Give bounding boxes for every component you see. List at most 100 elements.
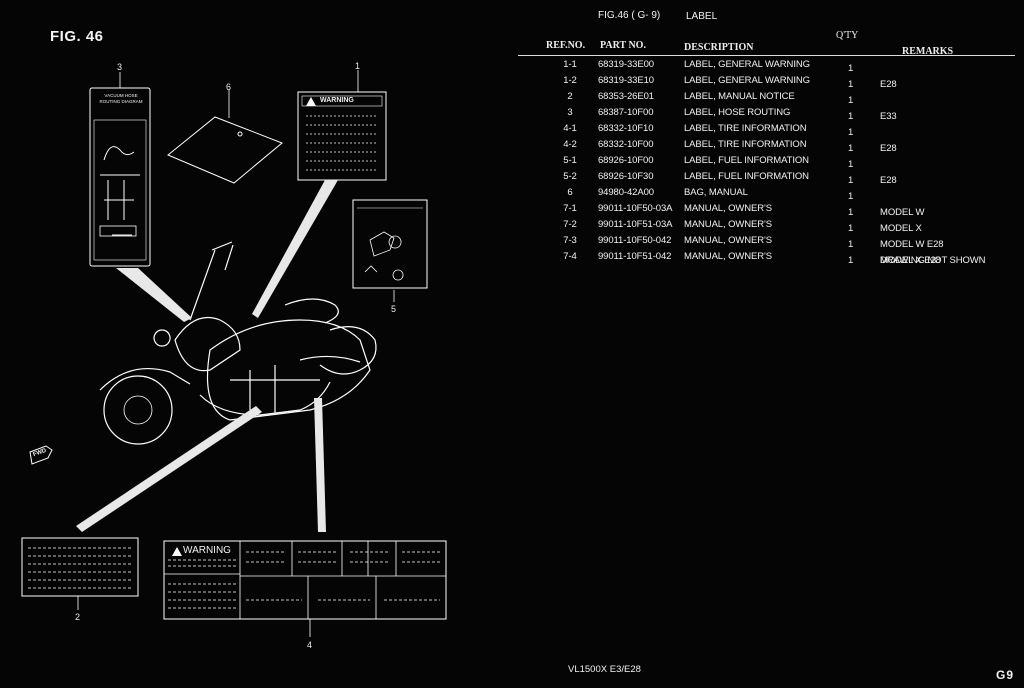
ref-cell: 1-1: [563, 59, 577, 70]
column-header-qty: Q'TY: [836, 30, 859, 41]
table-row: 7-4 99011-10F51-042 MANUAL, OWNER'S 1 MODEL …: [530, 251, 1010, 267]
warning-text-1: WARNING: [320, 97, 354, 104]
part-number-cell: 68926-10F30: [598, 171, 654, 182]
header-divider: [518, 55, 1015, 56]
figure-reference: FIG.46 ( G- 9): [598, 10, 661, 21]
qty-cell: 1: [848, 143, 854, 154]
ref-cell: 3: [567, 107, 573, 118]
ref-cell: 5-2: [563, 171, 577, 182]
footer-model: VL1500X E3/E28: [568, 664, 641, 675]
ref-cell: 4-2: [563, 139, 577, 150]
remarks-cell: MODEL X E28: [880, 255, 941, 266]
remarks-cell: E28: [880, 79, 897, 90]
remarks-cell: E28: [880, 175, 897, 186]
table-row: 7-2 99011-10F51-03A MANUAL, OWNER'S 1 MODEL …: [530, 219, 1010, 235]
description-cell: LABEL, FUEL INFORMATION: [684, 155, 809, 166]
part-number-cell: 68387-10F00: [598, 107, 654, 118]
label-5-fuel-information: [352, 199, 428, 289]
description-cell: MANUAL, OWNER'S: [684, 251, 772, 262]
part-number-cell: 68353-26E01: [598, 91, 654, 102]
remarks-cell: E33: [880, 111, 897, 122]
column-header-remarks: REMARKS: [902, 46, 954, 57]
part-number-cell: 68332-10F00: [598, 139, 654, 150]
description-cell: LABEL, MANUAL NOTICE: [684, 91, 795, 102]
description-cell: LABEL, HOSE ROUTING: [684, 107, 791, 118]
ref-cell: 7-3: [563, 235, 577, 246]
section-title: LABEL: [686, 11, 718, 22]
callout-2: 2: [75, 612, 81, 622]
part-number-cell: 99011-10F50-03A: [598, 203, 673, 214]
qty-cell: 1: [848, 111, 854, 122]
ref-cell: 7-1: [563, 203, 577, 214]
callout-1: 1: [355, 61, 361, 71]
ref-cell: 7-2: [563, 219, 577, 230]
qty-cell: 1: [848, 223, 854, 234]
ref-cell: 2: [567, 91, 573, 102]
description-cell: LABEL, FUEL INFORMATION: [684, 171, 809, 182]
label-3-hose-routing: [89, 87, 151, 267]
callout-5: 5: [391, 304, 397, 314]
qty-cell: 1: [848, 159, 854, 170]
table-row: 5-2 68926-10F30 LABEL, FUEL INFORMATION 1 E2…: [530, 171, 1010, 187]
remarks-cell: MODEL X: [880, 223, 922, 234]
table-row: 6 94980-42A00 BAG, MANUAL 1: [530, 187, 1010, 203]
description-cell: LABEL, GENERAL WARNING: [684, 75, 810, 86]
table-row: 4-2 68332-10F00 LABEL, TIRE INFORMATION 1 E2…: [530, 139, 1010, 155]
page-number: G9: [996, 668, 1015, 682]
qty-cell: 1: [848, 79, 854, 90]
description-cell: BAG, MANUAL: [684, 187, 748, 198]
exploded-label-drawing: [21, 70, 447, 637]
part-number-cell: 99011-10F50-042: [598, 235, 672, 246]
description-cell: MANUAL, OWNER'S: [684, 219, 772, 230]
part-number-cell: 68319-33E00: [598, 59, 654, 70]
table-row: 7-3 99011-10F50-042 MANUAL, OWNER'S 1 MODEL …: [530, 235, 1010, 251]
part-number-cell: 94980-42A00: [598, 187, 654, 198]
qty-cell: 1: [848, 255, 854, 266]
qty-cell: 1: [848, 175, 854, 186]
qty-cell: 1: [848, 95, 854, 106]
table-row: 7-1 99011-10F50-03A MANUAL, OWNER'S 1 MODEL …: [530, 203, 1010, 219]
description-cell: MANUAL, OWNER'S: [684, 203, 772, 214]
qty-cell: 1: [848, 239, 854, 250]
fwd-arrow-icon: [29, 445, 53, 465]
pointer-wedge-4: [314, 398, 326, 532]
label-1-general-warning: [297, 91, 387, 181]
column-header-ref: REF.NO.: [546, 40, 586, 51]
table-row: 3 68387-10F00 LABEL, HOSE ROUTING 1 E33: [530, 107, 1010, 123]
ref-cell: 5-1: [563, 155, 577, 166]
qty-cell: 1: [848, 191, 854, 202]
qty-cell: 1: [848, 207, 854, 218]
callout-4: 4: [307, 640, 313, 650]
part-number-cell: 99011-10F51-042: [598, 251, 672, 262]
description-cell: MANUAL, OWNER'S: [684, 235, 772, 246]
pointer-wedge-3: [116, 268, 192, 322]
description-cell: LABEL, TIRE INFORMATION: [684, 139, 807, 150]
column-header-description: DESCRIPTION: [684, 42, 754, 53]
label-2-manual-notice: [21, 537, 139, 597]
ref-cell: 4-1: [563, 123, 577, 134]
pointer-wedge-2: [76, 406, 262, 532]
column-header-part: PART NO.: [600, 40, 646, 51]
label-6-bag-manual: [167, 116, 283, 184]
remarks-cell: E28: [880, 143, 897, 154]
part-number-cell: 99011-10F51-03A: [598, 219, 673, 230]
ref-cell: 7-4: [563, 251, 577, 262]
table-row: 4-1 68332-10F10 LABEL, TIRE INFORMATION 1: [530, 123, 1010, 139]
label-4-tire-information: [163, 540, 447, 620]
qty-cell: 1: [848, 127, 854, 138]
table-row: 2 68353-26E01 LABEL, MANUAL NOTICE 1: [530, 91, 1010, 107]
remarks-cell: MODEL W: [880, 207, 925, 218]
ref-cell: 6: [567, 187, 573, 198]
hose-diagram-title: VACUUM HOSE ROUTING DIAGRAM: [99, 93, 143, 104]
part-number-cell: 68332-10F10: [598, 123, 654, 134]
motorcycle-outline: [99, 241, 377, 445]
description-cell: LABEL, GENERAL WARNING: [684, 59, 810, 70]
description-cell: LABEL, TIRE INFORMATION: [684, 123, 807, 134]
pointer-wedge-1: [252, 180, 338, 318]
part-number-cell: 68319-33E10: [598, 75, 654, 86]
remarks-cell: MODEL W E28: [880, 239, 944, 250]
